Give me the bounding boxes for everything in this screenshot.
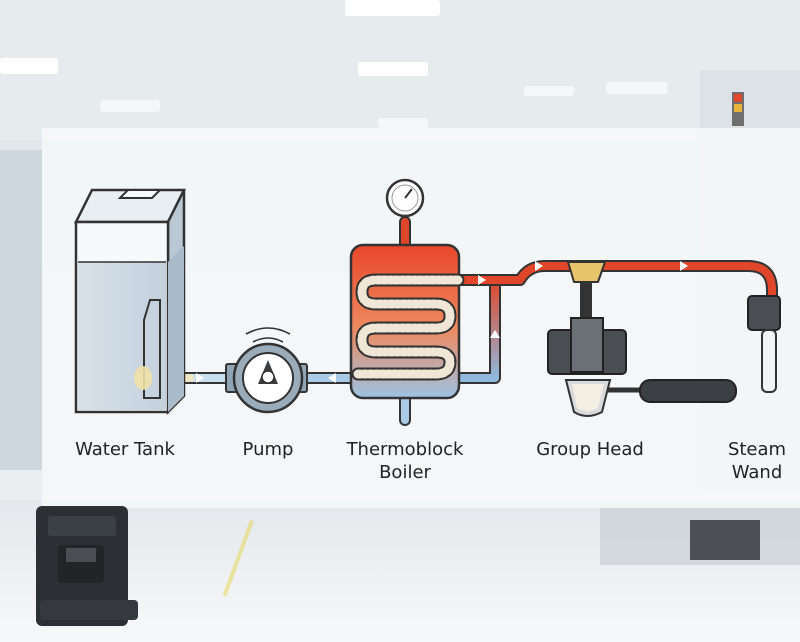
thermoblock-boiler <box>349 178 465 400</box>
flow-arrow-icon <box>328 373 336 383</box>
espresso-machine <box>36 506 138 626</box>
group-head <box>547 317 737 417</box>
flow-arrow-icon <box>196 373 204 383</box>
pipe-tee <box>567 261 606 283</box>
label-group-head: Group Head <box>536 439 644 460</box>
flow-arrow-icon <box>535 261 543 271</box>
label-wand-line1: Steam <box>727 439 787 460</box>
label-wand-line2: Wand <box>731 462 783 483</box>
label-water-tank: Water Tank <box>75 439 175 460</box>
pump <box>225 327 308 414</box>
flow-arrow-icon <box>478 275 486 285</box>
label-thermoblock-boiler: Thermoblock Boiler <box>338 438 472 484</box>
label-boiler-line2: Boiler <box>379 462 431 483</box>
flow-arrows <box>196 261 688 383</box>
flow-arrow-icon <box>680 261 688 271</box>
water-tank <box>73 188 187 416</box>
flow-arrow-icon <box>490 330 500 338</box>
label-steam-wand: Steam Wand <box>720 438 794 484</box>
label-pump: Pump <box>242 439 294 460</box>
steam-wand <box>747 295 781 393</box>
label-boiler-line1: Thermoblock <box>346 439 464 460</box>
